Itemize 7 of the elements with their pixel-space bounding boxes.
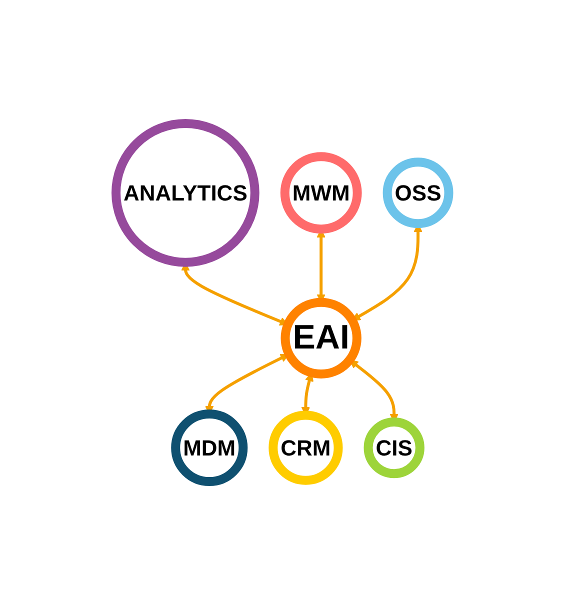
node-circle: MDM: [170, 410, 248, 486]
node-circle: MWM: [280, 152, 362, 234]
node-circle: OSS: [382, 158, 453, 228]
node-circle: CIS: [363, 417, 424, 478]
node-circle: ANALYTICS: [111, 118, 259, 267]
node-circle: EAI: [280, 298, 362, 378]
node-circle: CRM: [268, 410, 342, 485]
